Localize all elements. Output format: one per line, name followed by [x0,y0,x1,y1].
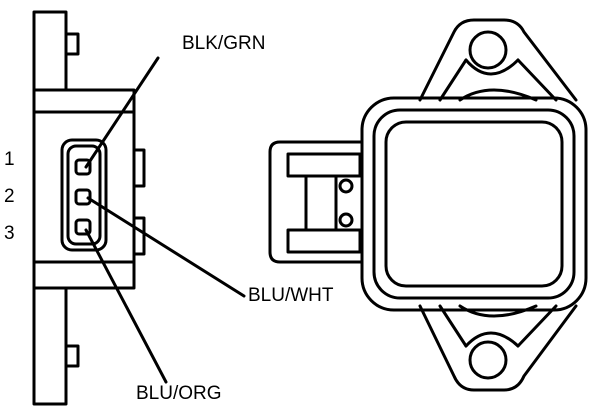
leader-blu-org [84,228,168,384]
pin-1 [74,158,92,176]
leader-blk-grn [84,56,160,169]
wire-label-blu-wht: BLU/WHT [248,285,334,306]
pin-2 [74,188,92,206]
pin-number-1: 1 [4,149,15,170]
sensor-body [268,18,588,392]
wire-label-blu-org: BLU/ORG [136,383,222,404]
wire-label-blk-grn: BLK/GRN [182,33,266,54]
pin-3 [74,218,92,236]
connector-body [32,10,146,406]
pin-number-3: 3 [4,223,15,244]
pin-number-2: 2 [4,186,15,207]
leader-blu-wht [86,196,246,298]
